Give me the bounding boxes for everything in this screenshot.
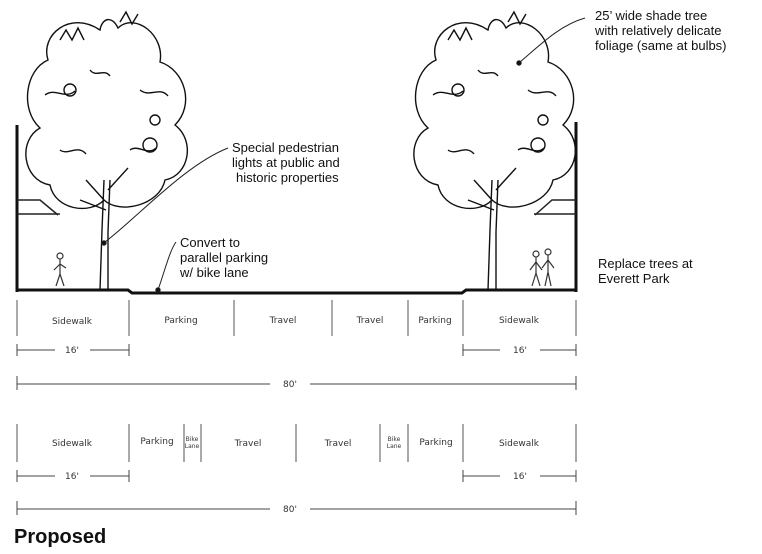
parking-line-2: parallel parking	[180, 250, 269, 265]
proposed-seg-3: Travel	[234, 439, 262, 449]
shade-tree-line-1: 25’ wide shade tree	[595, 8, 708, 23]
ground-line	[17, 288, 576, 295]
parking-line-3: w/ bike lane	[180, 265, 249, 280]
proposed-bike-lane-word-2: Lane	[185, 443, 200, 450]
existing-section: Sidewalk Parking Travel Travel Parking S…	[16, 300, 577, 390]
existing-left-sidewalk-dim: 16'	[65, 346, 79, 356]
proposed-seg-0: Sidewalk	[52, 439, 93, 449]
existing-seg-5: Sidewalk	[499, 316, 540, 326]
shade-tree-line-2: with relatively delicate	[595, 23, 722, 38]
parking-line-1: Convert to	[180, 235, 240, 250]
existing-total-dim: 80'	[283, 380, 297, 390]
replace-trees-annotation: Replace trees at Everett Park	[598, 256, 693, 286]
parking-annotation: Convert to parallel parking w/ bike lane	[180, 235, 268, 280]
ped-lights-line-2: lights at public and	[232, 155, 340, 170]
leader-lines	[101, 17, 586, 293]
shade-tree-annotation: 25’ wide shade tree with relatively deli…	[595, 8, 727, 53]
replace-trees-line-2: Everett Park	[598, 271, 670, 286]
existing-seg-3: Travel	[356, 316, 384, 326]
proposed-caption: Proposed	[14, 526, 107, 548]
proposed-total-dim: 80'	[283, 505, 297, 515]
replace-trees-line-1: Replace trees at	[598, 256, 693, 271]
existing-seg-1: Parking	[164, 316, 197, 326]
shade-tree-leader	[519, 17, 586, 63]
proposed-bike-lane-word-1: Bike	[186, 436, 199, 443]
proposed-seg-6: Parking	[419, 438, 452, 448]
existing-seg-2: Travel	[269, 316, 297, 326]
proposed-seg-1: Parking	[140, 437, 173, 447]
parking-leader	[157, 241, 177, 291]
shade-tree-line-3: foliage (same at bulbs)	[595, 38, 727, 53]
left-building	[15, 125, 60, 292]
proposed-seg-7: Sidewalk	[499, 439, 540, 449]
pedestrians-right-icon	[529, 248, 555, 287]
ped-lights-leader	[104, 147, 229, 243]
ped-lights-line-3: historic properties	[236, 170, 339, 185]
right-tree-icon	[413, 10, 577, 291]
left-tree-icon	[25, 10, 189, 291]
pedestrian-left-icon	[53, 252, 67, 287]
existing-right-sidewalk-dim: 16'	[513, 346, 527, 356]
ped-lights-annotation: Special pedestrian lights at public and …	[232, 140, 340, 185]
proposed-right-sidewalk-dim: 16'	[513, 472, 527, 482]
existing-seg-4: Parking	[418, 316, 451, 326]
ped-lights-line-1: Special pedestrian	[232, 140, 339, 155]
existing-seg-0: Sidewalk	[52, 317, 93, 327]
proposed-left-sidewalk-dim: 16'	[65, 472, 79, 482]
proposed-seg-4: Travel	[324, 439, 352, 449]
right-building	[534, 122, 578, 292]
